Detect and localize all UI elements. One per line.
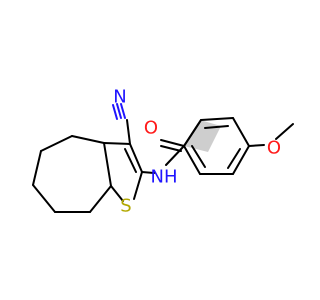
structure-canvas: N O NH S O	[32, 86, 294, 217]
bond-carbonyl-double-2	[160, 145, 182, 152]
molecule-structure: N O NH S O	[32, 87, 294, 217]
bond-c2-nh	[141, 171, 155, 174]
bond-benzene-1	[200, 117, 234, 121]
bond-thiophene-c3a-c7a	[103, 142, 112, 187]
bond-thiophene-c3a-c3	[103, 142, 131, 145]
bond-cyclohepta-6	[89, 185, 112, 213]
bond-benzene-inner-1	[204, 125, 229, 129]
bond-cyclohepta-3	[32, 150, 42, 186]
bond-benzene-inner-3	[191, 145, 206, 168]
nitrile-n-label: N	[113, 87, 126, 108]
methoxy-o-label: O	[267, 138, 281, 159]
bond-nh-carbonyl	[165, 145, 185, 166]
bond-o-methyl	[275, 123, 294, 140]
bond-benzene-o	[248, 144, 265, 147]
bond-thiophene-c3-c2-inner	[124, 148, 137, 173]
carbonyl-o-label: O	[144, 118, 158, 139]
bond-benzene-inner-2	[227, 148, 241, 169]
bond-cyclohepta-1	[71, 135, 105, 144]
bond-cyclohepta-2	[40, 135, 73, 152]
bond-cyclohepta-4	[32, 184, 56, 213]
bond-nitrile-triple-2	[120, 103, 126, 119]
bond-thiophene-c3-c2-double	[129, 143, 143, 173]
bond-thiophene-c7a-s	[110, 185, 124, 202]
bond-carbonyl-double-1	[160, 139, 185, 147]
bond-benzene-3	[232, 145, 250, 175]
amide-nh-label: NH	[151, 167, 178, 188]
bond-nitrile-triple-1	[116, 103, 122, 119]
bond-benzene-6	[183, 119, 202, 147]
bond-benzene-5	[183, 145, 201, 175]
bond-thiophene-s-c2	[133, 171, 143, 200]
bond-benzene-2	[232, 117, 250, 147]
thiophene-s-label: S	[120, 196, 131, 217]
bond-nitrile-triple-3	[112, 104, 118, 120]
bond-c3-cnc	[126, 119, 131, 145]
